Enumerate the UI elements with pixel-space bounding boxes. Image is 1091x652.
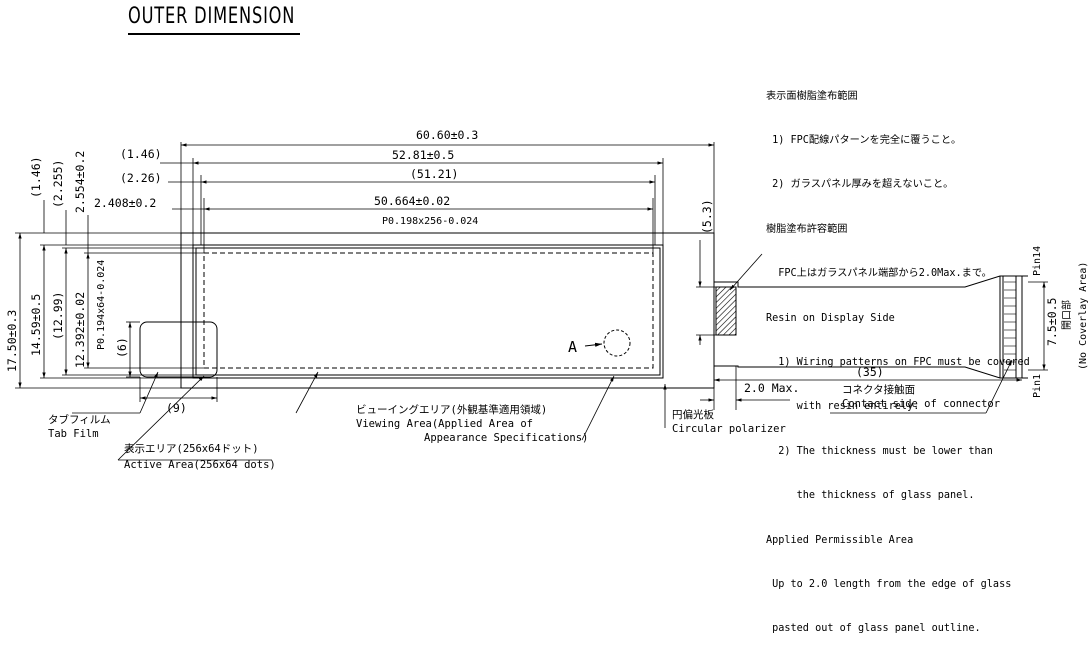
note-line: Applied Permissible Area [766,534,914,546]
viewing-area-en1: Viewing Area(Applied Area of [356,418,533,430]
note-line: 2) The thickness must be lower than [766,445,993,457]
note-line: Up to 2.0 length from the edge of glass [766,578,1012,590]
active-area-jp: 表示エリア(256x64ドット) [124,442,259,455]
dim-width-active: 50.664±0.02 [374,194,450,208]
drawing-title: OUTER DIMENSION [128,4,296,29]
pin1-label: Pin1 [1032,374,1043,398]
polarizer-en: Circular polarizer [672,423,786,435]
contact-en: Contact side of connector [842,398,1000,410]
dimension-drawing: 60.60±0.3 52.81±0.5 (51.21) 50.664±0.02 … [5,128,1089,471]
dim-width-viewing: 52.81±0.5 [392,148,454,162]
active-area-en: Active Area(256x64 dots) [124,459,276,471]
dim-height-ref: (12.99) [51,292,65,340]
contact-jp: コネクタ接触面 [842,383,915,396]
note-line: pasted out of glass panel outline. [766,623,981,635]
dim-height-total: 17.50±0.3 [5,310,19,372]
dim-left-146: (1.46) [120,147,162,161]
active-area-outline [203,252,654,369]
view-a-label: A [568,338,577,356]
opening-label: 開口部 [1060,300,1073,330]
resin-hatch [715,286,737,336]
fpc-outline [714,275,1023,379]
dim-width-ref: (51.21) [410,167,458,181]
dim-pitch-x: P0.198x256-0.024 [382,216,478,227]
polarizer-jp: 円偏光板 [672,408,714,421]
dim-conn-w: 7.5±0.5 [1045,298,1059,346]
note-line: the thickness of glass panel. [766,490,975,502]
viewing-area-inner [195,247,661,376]
title-underline [128,33,300,35]
dim-fpc-h: (5.3) [700,199,714,234]
dim-left-2408: 2.408±0.2 [94,196,156,210]
dim-fpc-len: (35) [856,365,884,379]
viewing-area-outline [192,244,664,379]
note-line: 樹脂塗布許容範囲 [766,223,848,235]
pin14-label: Pin14 [1032,246,1043,276]
viewing-area-jp: ビューイングエリア(外観基準適用領域) [356,403,547,416]
dim-left-226: (2.26) [120,171,162,185]
dim-tab-h: (6) [115,337,129,358]
dim-height-viewing: 14.59±0.5 [29,294,43,356]
glass-outline [180,232,715,389]
dim-v-146: (1.46) [29,156,43,198]
dim-height-active: 12.392±0.02 [73,292,87,368]
viewing-area-en2: Appearance Specifications) [424,432,588,444]
view-a-circle [603,329,631,357]
dim-v-2554: 2.554±0.2 [73,151,87,213]
note-line: FPC上はガラスパネル端部から2.0Max.まで。 [766,268,992,280]
tab-film-en: Tab Film [48,428,99,440]
note-line: with resin entirely. [766,401,920,413]
tab-film [139,321,218,378]
no-coverlay-label: (No Coverlay Area) [1078,262,1089,370]
note-line: Resin on Display Side [766,312,895,324]
dim-pitch-y: P0.194x64-0.024 [96,260,107,350]
note-line: 表示面樹脂塗布範囲 [766,90,858,102]
dim-v-2255: (2.255) [51,160,65,208]
dim-tab-w: (9) [166,401,187,415]
tab-film-jp: タブフィルム [48,413,111,426]
note-line: 2) ガラスパネル厚みを超えないこと。 [766,179,954,191]
note-line: 1) FPC配線パターンを完全に覆うこと。 [766,134,962,146]
dim-resin-max: 2.0 Max. [744,381,799,395]
dim-width-total: 60.60±0.3 [416,128,478,142]
